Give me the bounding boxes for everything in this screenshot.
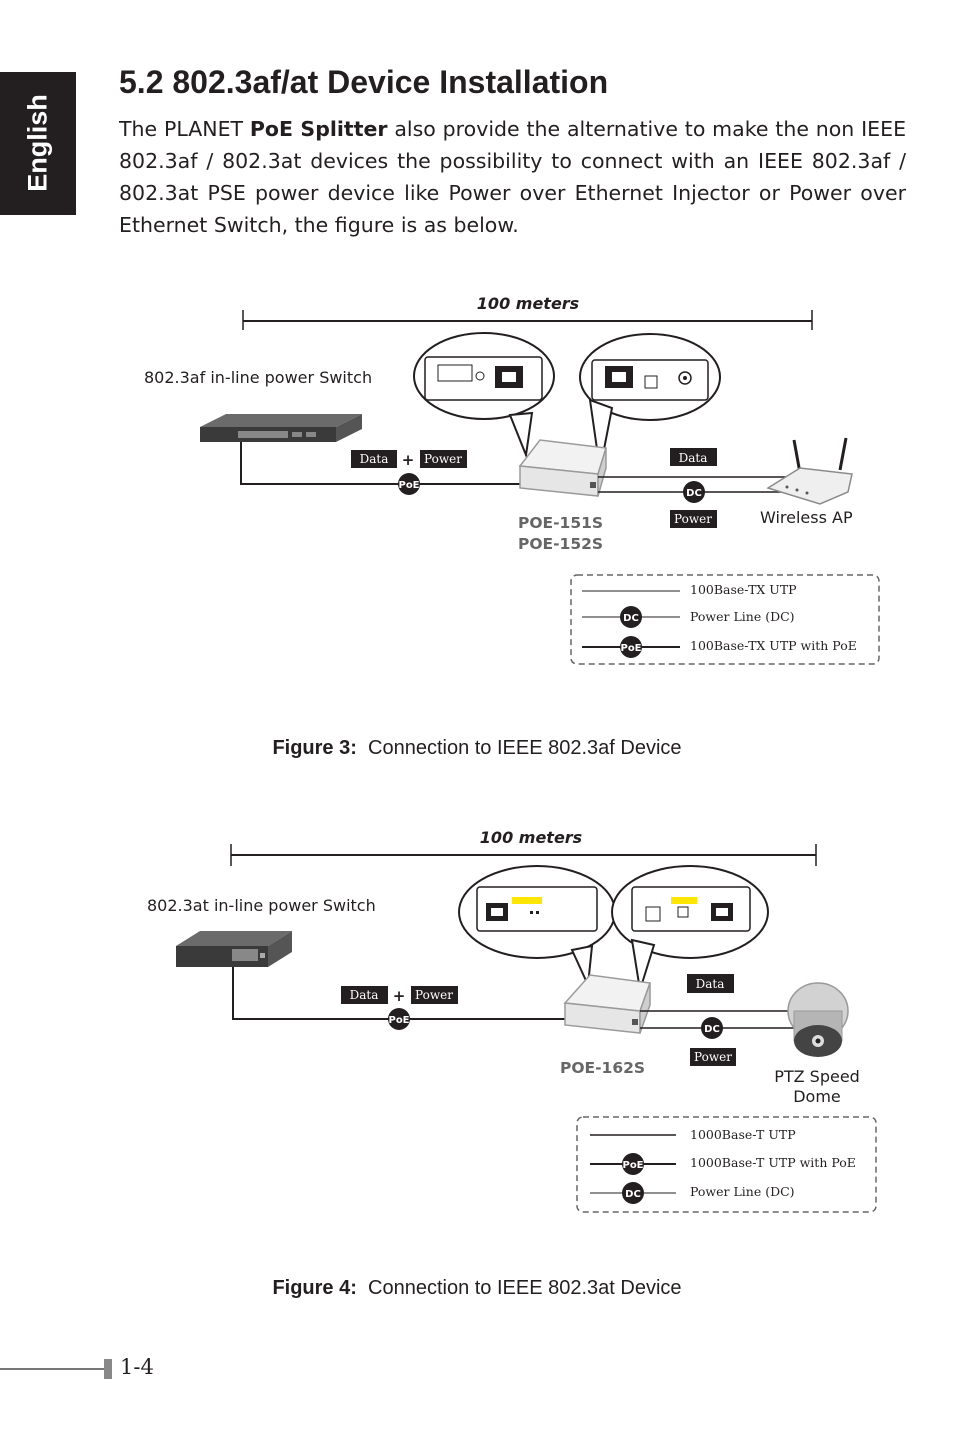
fig3-model-1: POE-151S [518,514,603,532]
fig3-splitter-back-callout [579,333,721,471]
fig3-legend-dc-badge [620,606,642,628]
intro-part2: also provide the alternative to make the… [119,117,907,237]
fig3-legend-label-2: Power Line (DC) [690,609,795,624]
section-heading: 5.2 802.3af/at Device Installation [119,64,609,100]
fig4-legend-dc-text: DC [625,1189,641,1200]
fig3-dc-badge-text: DC [686,488,702,499]
fig4-dc-badge [701,1017,723,1039]
language-tab-label: English [22,94,53,192]
fig4-splitter-back-callout [611,865,769,991]
fig3-legend: 100Base-TX UTP DC Power Line (DC) PoE 10… [570,574,880,665]
fig3-device-label: Wireless AP [760,508,853,527]
fig4-right-data-tag [687,974,734,993]
fig4-dc-badge-text: DC [704,1024,720,1035]
fig3-right-data-tag-text: Data [679,451,708,465]
fig3-legend-label-1: 100Base-TX UTP [690,582,797,597]
fig3-poe-cable [240,442,520,485]
fig4-legend-dc-badge [622,1182,644,1204]
fig3-distance-label: 100 meters [477,294,579,313]
fig4-device-label-2: Dome [793,1087,841,1106]
figure3-caption-text: Connection to IEEE 802.3af Device [368,737,682,759]
fig3-poe-badge [398,473,420,495]
fig3-legend-poe-badge [620,636,642,658]
intro-paragraph: The PLANET PoE Splitter also provide the… [119,113,906,241]
fig3-legend-dc-text: DC [623,613,639,624]
fig3-splitter-front-callout [413,332,555,459]
figure4-diagram: 100 meters 802.3at in-line power Switch … [147,828,877,1213]
fig4-legend: 1000Base-T UTP PoE 1000Base-T UTP with P… [576,1116,877,1213]
fig4-distance-label: 100 meters [480,828,582,847]
fig4-legend-label-3: Power Line (DC) [690,1184,795,1199]
fig3-power-tag [420,450,467,468]
figure4-caption-number: Figure 4: [272,1277,357,1299]
fig4-legend-label-1: 1000Base-T UTP [690,1127,796,1142]
fig4-poe-cable [232,967,568,1020]
figure4-caption: Figure 4: Connection to IEEE 802.3at Dev… [0,1277,954,1300]
fig3-poe-badge-text: PoE [398,480,419,491]
fig3-legend-label-3: 100Base-TX UTP with PoE [690,638,857,653]
fig4-switch-label: 802.3at in-line power Switch [147,896,376,915]
fig4-splitter-icon [563,974,652,1034]
fig4-power-tag [411,986,458,1004]
fig3-right-power-tag-text: Power [674,512,712,526]
page-number: 1-4 [120,1355,154,1379]
footer-marker [104,1359,112,1379]
fig4-legend-label-2: 1000Base-T UTP with PoE [690,1155,856,1170]
fig4-right-power-tag-text: Power [694,1050,732,1064]
figure4-caption-text: Connection to IEEE 802.3at Device [368,1277,682,1299]
fig3-legend-poe-text: PoE [620,643,641,654]
footer-rule [0,1368,104,1370]
fig4-legend-poe-badge [622,1153,644,1175]
fig3-wireless-ap-icon [766,437,853,505]
fig4-right-power-tag [690,1048,736,1066]
intro-part1: The PLANET [119,117,250,141]
figure3-caption-number: Figure 3: [272,737,357,759]
fig4-data-tag-text: Data [350,988,379,1002]
fig3-power-tag-text: Power [424,452,462,466]
fig3-dc-badge [683,481,705,503]
fig3-splitter-icon [518,439,607,497]
fig4-poe-badge [388,1008,410,1030]
figure3-caption: Figure 3: Connection to IEEE 802.3af Dev… [0,737,954,760]
fig4-poe-badge-text: PoE [388,1015,409,1026]
fig3-switch-icon [200,414,362,442]
fig4-ptz-dome-icon [787,982,849,1057]
fig4-model: POE-162S [560,1059,645,1077]
fig3-right-data-tag [670,448,717,466]
fig3-data-tag-text: Data [360,452,389,466]
fig3-data-tag [351,450,397,468]
intro-bold-product: PoE Splitter [249,117,388,141]
fig3-model-2: POE-152S [518,535,603,553]
fig4-data-tag [341,986,388,1004]
fig3-plus: + [402,451,415,469]
fig3-switch-label: 802.3af in-line power Switch [144,368,372,387]
language-tab: English [0,72,76,215]
fig4-plus: + [393,987,406,1005]
fig4-power-tag-text: Power [415,988,453,1002]
fig4-legend-poe-text: PoE [622,1160,643,1171]
figure3-diagram: 100 meters 802.3af in-line power Switch … [144,294,880,665]
fig3-right-power-tag [670,510,717,528]
fig4-right-data-tag-text: Data [696,977,725,991]
fig4-switch-icon [176,931,292,967]
fig4-splitter-front-callout [458,865,616,989]
fig4-device-label-1: PTZ Speed [774,1067,860,1086]
